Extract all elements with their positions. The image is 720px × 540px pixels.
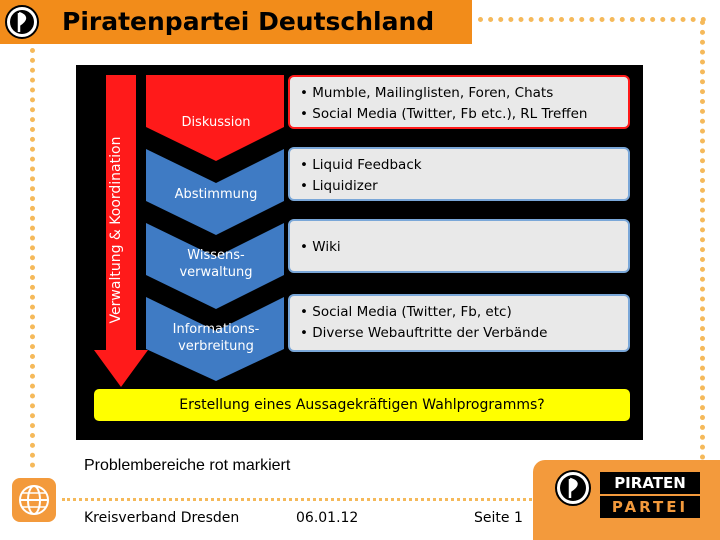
pirate-sail-logo-icon: [5, 5, 39, 39]
stage-label-wissensverwaltung: Wissens- verwaltung: [161, 247, 271, 281]
decorative-border-right: [700, 20, 705, 460]
list-item: Wiki: [300, 237, 628, 258]
coordination-arrow: [94, 75, 148, 387]
footer-divider: [62, 498, 532, 501]
page-title: Piratenpartei Deutschland: [62, 7, 435, 36]
list-item: Liquid Feedback: [300, 155, 628, 176]
list-item: Liquidizer: [300, 176, 628, 197]
chevron-informationsverbreitung: [146, 297, 284, 381]
chevron-wissensverwaltung: [146, 223, 284, 309]
list-item: Social Media (Twitter, Fb etc.), RL Tref…: [300, 104, 628, 125]
chevron-abstimmung: [146, 149, 284, 235]
footer-date: 06.01.12: [296, 510, 359, 526]
brand-text-line2: PARTEI: [600, 496, 700, 518]
stage-box-wissensverwaltung: Wiki: [288, 219, 630, 273]
process-diagram: Verwaltung & Koordination Diskussion Abs…: [76, 65, 643, 440]
list-item: Social Media (Twitter, Fb, etc): [300, 302, 628, 323]
stage-label-line: verwaltung: [179, 265, 253, 280]
brand-text-line1: PIRATEN: [600, 472, 700, 494]
piratenpartei-logo: PIRATEN PARTEI: [533, 460, 720, 540]
footer-org: Kreisverband Dresden: [84, 510, 240, 526]
stage-label-diskussion: Diskussion: [181, 115, 251, 130]
stage-box-abstimmung: Liquid Feedback Liquidizer: [288, 147, 630, 201]
stage-label-abstimmung: Abstimmung: [174, 187, 258, 202]
stage-label-informationsverbreitung: Informations- verbreitung: [161, 321, 271, 355]
pirate-sail-logo-icon: [555, 470, 591, 506]
caption: Problembereiche rot markiert: [84, 457, 291, 474]
stage-box-informationsverbreitung: Social Media (Twitter, Fb, etc) Diverse …: [288, 294, 630, 352]
stage-label-line: Wissens-: [187, 248, 245, 263]
result-bar: Erstellung eines Aussagekräftigen Wahlpr…: [94, 389, 630, 421]
footer-page-number: Seite 1: [474, 510, 523, 526]
decorative-border-left: [30, 48, 35, 468]
globe-icon: [12, 478, 56, 522]
side-label: Verwaltung & Koordination: [106, 115, 126, 345]
stage-label-line: Informations-: [172, 322, 260, 337]
side-label-text: Verwaltung & Koordination: [108, 136, 124, 324]
stage-box-diskussion: Mumble, Mailinglisten, Foren, Chats Soci…: [288, 75, 630, 129]
list-item: Mumble, Mailinglisten, Foren, Chats: [300, 83, 628, 104]
decorative-border-top: [478, 17, 706, 22]
stage-label-line: verbreitung: [178, 339, 254, 354]
list-item: Diverse Webauftritte der Verbände: [300, 323, 628, 344]
title-bar: Piratenpartei Deutschland: [0, 0, 472, 44]
chevron-diskussion: [146, 75, 284, 161]
process-diagram-shapes: [94, 75, 284, 387]
